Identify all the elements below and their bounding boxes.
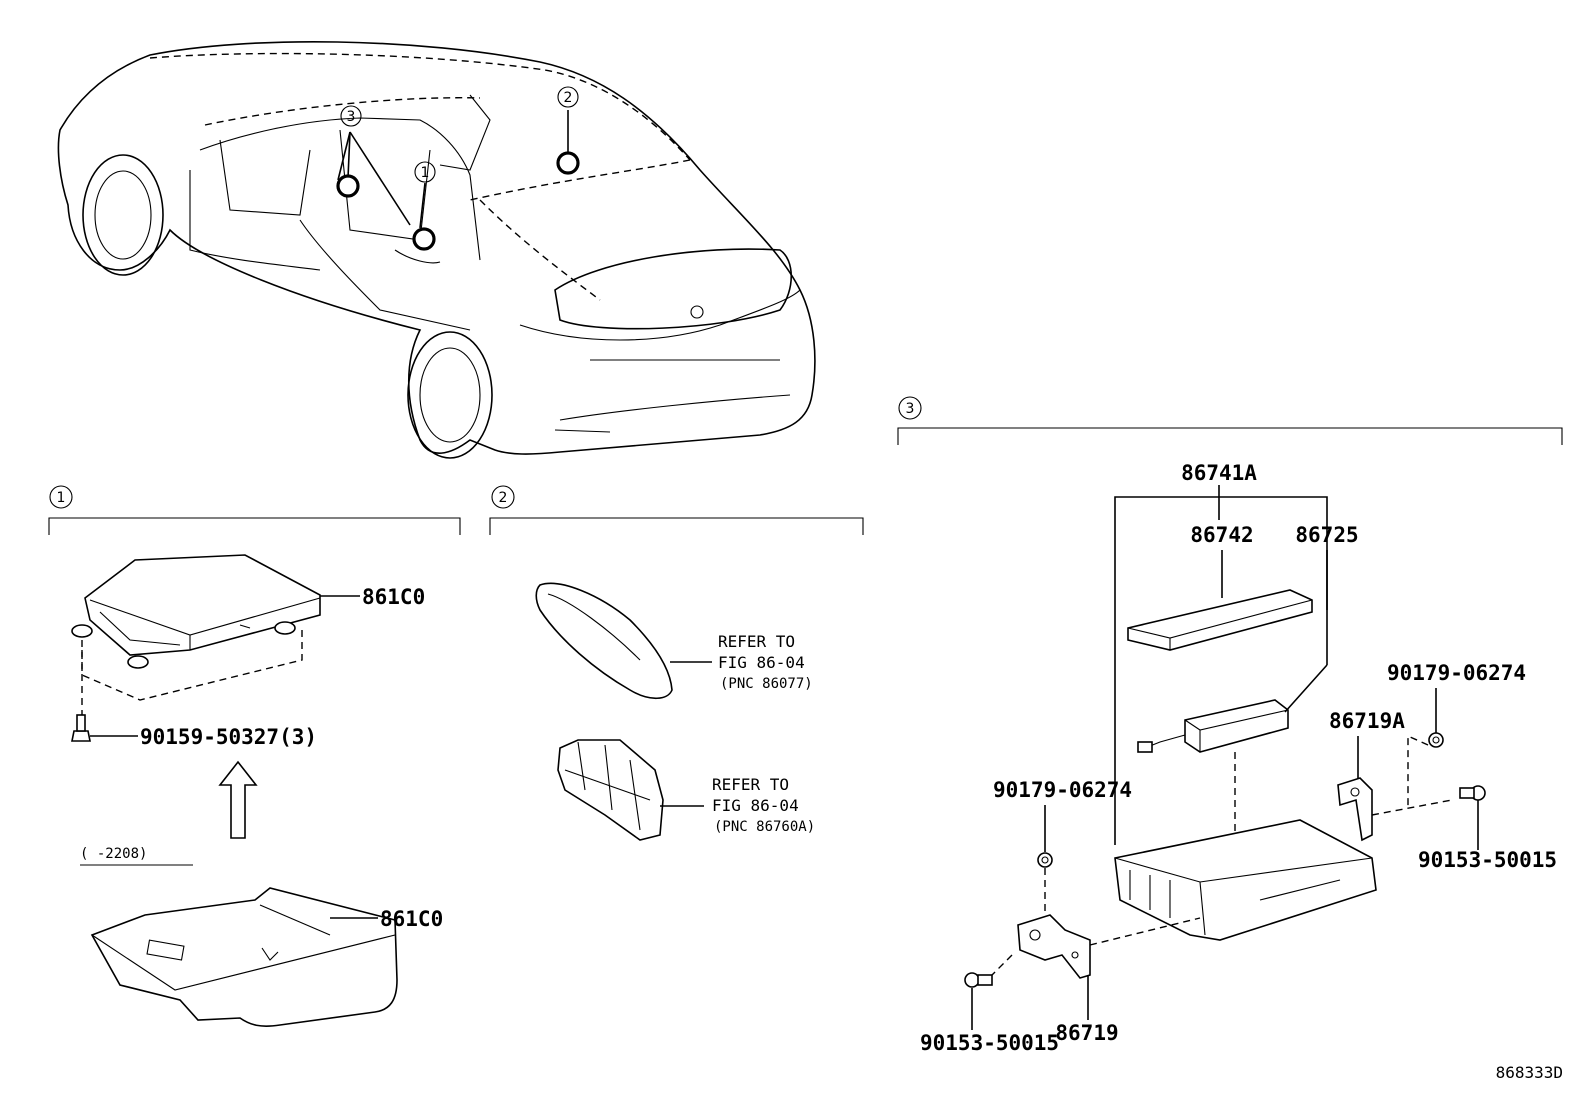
module-861c0-lower xyxy=(90,887,398,1027)
label-86725: 86725 xyxy=(1295,523,1358,547)
nut-right xyxy=(1428,732,1444,748)
pnc-ref-1: (PNC 86077) xyxy=(720,676,813,692)
module-861c0-upper xyxy=(71,554,321,669)
callout-2-on-car: 2 xyxy=(557,86,579,108)
bracket-86719a xyxy=(1337,777,1373,842)
fig-ref-1: FIG 86-04 xyxy=(718,653,805,672)
label-86742: 86742 xyxy=(1190,523,1253,547)
screw-right xyxy=(1459,785,1486,801)
section-3: 3 86741A 86742 86725 xyxy=(897,396,1563,1055)
label-86719a: 86719A xyxy=(1329,709,1405,733)
label-861c0-lower: 861C0 xyxy=(380,907,443,931)
section-1-callout: 1 xyxy=(49,485,73,509)
section-3-bracket xyxy=(897,427,1563,445)
nut-left xyxy=(1037,852,1053,868)
section-2-callout: 2 xyxy=(491,485,515,509)
section-2: 2 REFER TO FIG 86-04 (PNC 86077) REFER T… xyxy=(489,485,864,841)
fig-ref-2: FIG 86-04 xyxy=(712,796,799,815)
label-90179-right: 90179-06274 xyxy=(1387,661,1526,685)
label-90153-right: 90153-50015 xyxy=(1418,848,1557,872)
refer-to-1: REFER TO xyxy=(718,632,795,651)
label-90159-50327: 90159-50327(3) xyxy=(140,725,317,749)
section-3-callout: 3 xyxy=(898,396,922,420)
svg-text:2: 2 xyxy=(564,90,573,106)
svg-text:1: 1 xyxy=(421,165,430,181)
callout-3-on-car: 3 xyxy=(340,105,362,127)
svg-text:2: 2 xyxy=(499,490,508,506)
antenna-base xyxy=(557,739,664,841)
bolt-90159 xyxy=(71,714,91,742)
pnc-ref-2: (PNC 86760A) xyxy=(714,819,815,835)
section-1-bracket xyxy=(48,517,461,535)
section-2-bracket xyxy=(489,517,864,535)
receiver-module xyxy=(1114,819,1377,941)
figure-id: 868333D xyxy=(1496,1063,1563,1082)
svg-text:1: 1 xyxy=(57,490,66,506)
label-86719: 86719 xyxy=(1055,1021,1118,1045)
label-861c0-upper: 861C0 xyxy=(362,585,425,609)
callout-1-on-car: 1 xyxy=(414,161,436,183)
date-range-note: ( -2208) xyxy=(80,846,147,862)
label-90179-left: 90179-06274 xyxy=(993,778,1132,802)
antenna-cover xyxy=(535,582,673,700)
label-86741a: 86741A xyxy=(1181,461,1257,485)
cover-86742 xyxy=(1127,589,1313,651)
up-arrow-icon xyxy=(218,760,258,839)
bracket-86719 xyxy=(1017,914,1091,979)
section-1: 1 861C0 90159-50327(3) ( -2208 xyxy=(48,485,461,1027)
svg-text:3: 3 xyxy=(347,109,356,125)
svg-text:3: 3 xyxy=(906,401,915,417)
refer-to-2: REFER TO xyxy=(712,775,789,794)
tuner-86725 xyxy=(1137,699,1289,753)
label-90153-left: 90153-50015 xyxy=(920,1031,1059,1055)
vehicle-illustration xyxy=(57,40,816,459)
screw-left xyxy=(964,972,993,988)
